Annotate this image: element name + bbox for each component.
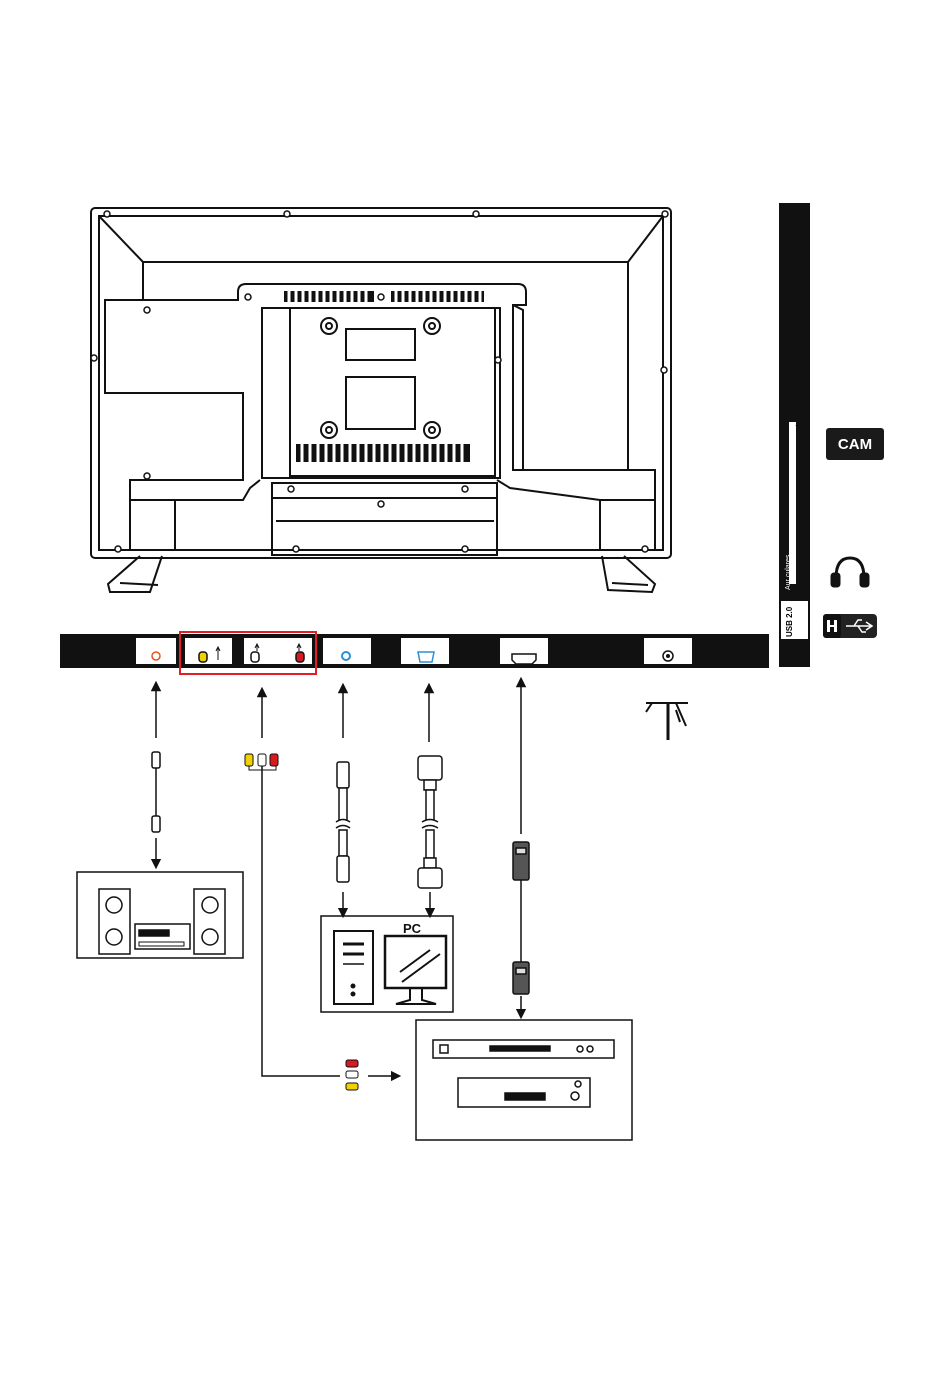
dvd-player-device xyxy=(416,1020,632,1140)
hdmi-cable xyxy=(513,842,529,994)
hifi-system-device xyxy=(77,872,243,958)
pc-label: PC xyxy=(403,922,421,935)
tv-stand-left xyxy=(108,556,162,592)
headphone-side-label: Aur culares xyxy=(785,555,792,590)
usb-side-label: USB 2.0 xyxy=(786,607,794,637)
white-rca-port-glyph xyxy=(251,652,259,662)
coax-cable xyxy=(152,752,160,832)
rca-plug-set-bottom xyxy=(346,1060,358,1090)
cam-label: CAM xyxy=(826,428,884,460)
usb-icon xyxy=(823,614,877,638)
antenna-icon xyxy=(646,703,688,740)
yellow-rca-port-glyph xyxy=(199,652,207,662)
optical-cable xyxy=(336,762,350,882)
tv-stand-right xyxy=(602,556,655,592)
side-port-panel: ⏚ xyxy=(779,203,810,667)
red-rca-port-glyph xyxy=(296,652,304,662)
headphones-icon xyxy=(832,558,868,586)
vga-cable xyxy=(418,756,442,888)
bottom-port-bar xyxy=(60,634,769,668)
pc-device xyxy=(321,916,453,1012)
svg-text:⏚: ⏚ xyxy=(794,421,801,429)
